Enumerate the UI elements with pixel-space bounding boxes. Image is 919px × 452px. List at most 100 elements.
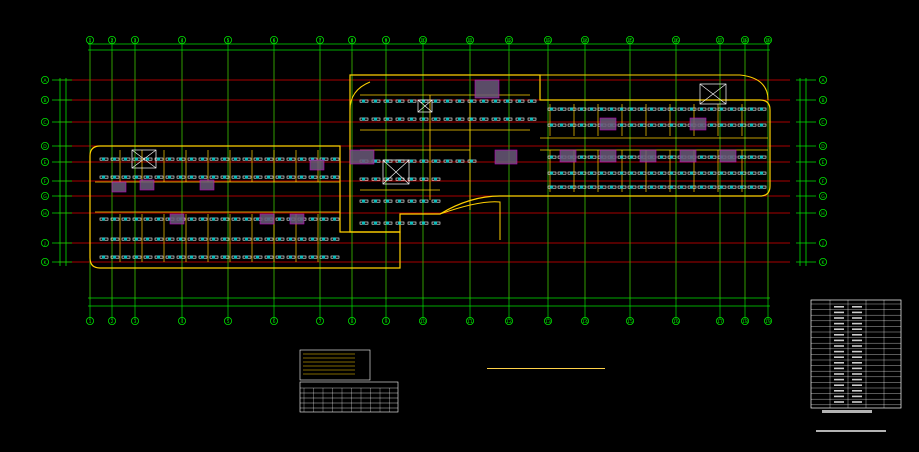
axis-bubble-label: 5 (227, 38, 230, 44)
window-glass (168, 237, 171, 241)
window-glass (680, 107, 683, 111)
window-glass (720, 123, 723, 127)
window-glass (278, 175, 281, 179)
axis-bubble-label: D (43, 144, 47, 150)
axis-bubble-label: 6 (273, 319, 276, 325)
window-glass (102, 237, 105, 241)
window-glass (710, 171, 713, 175)
window-glass (398, 221, 401, 225)
window-glass (398, 117, 401, 121)
window-glass (322, 157, 325, 161)
room-fixtures (95, 79, 768, 262)
window-glass (434, 159, 437, 163)
axis-bubble-label: 14 (582, 38, 588, 44)
window-glass (550, 107, 553, 111)
window-glass (710, 123, 713, 127)
window-glass (494, 99, 497, 103)
window-glass (256, 255, 259, 259)
wet-area-block (494, 149, 518, 165)
window-glass (374, 199, 377, 203)
axis-bubble-label: C (821, 120, 824, 126)
window-glass (620, 155, 623, 159)
axis-bubble (418, 36, 427, 45)
schedule-entry (852, 356, 862, 358)
window-glass (720, 107, 723, 111)
axis-bubble (381, 316, 390, 325)
window-glass (333, 217, 336, 221)
axis-bubble (41, 141, 50, 150)
window-glass (570, 171, 573, 175)
schedule-entry (834, 339, 844, 342)
axis-bubble (315, 36, 324, 45)
window-glass (580, 123, 583, 127)
schedule-entry (852, 339, 862, 342)
window-glass (434, 117, 437, 121)
window-glass (135, 157, 138, 161)
axis-bubble (41, 176, 50, 185)
window-glass (630, 107, 633, 111)
window-glass (201, 237, 204, 241)
axis-bubble (819, 141, 828, 150)
axis-bubble-label: A (43, 78, 47, 84)
window-glass (223, 157, 226, 161)
notes-table (299, 381, 399, 413)
window-glass (410, 159, 413, 163)
window-glass (630, 123, 633, 127)
window-glass (157, 217, 160, 221)
window-glass (434, 99, 437, 103)
wet-area-block (289, 213, 305, 225)
window-glass (311, 175, 314, 179)
schedule-entry (834, 373, 844, 375)
axis-bubble (41, 157, 50, 166)
window-glass (102, 255, 105, 259)
window-glass (700, 155, 703, 159)
window-glass (760, 185, 763, 189)
window-glass (600, 171, 603, 175)
window-glass (124, 175, 127, 179)
axis-bubble-label: H (821, 211, 824, 217)
schedule-entry (834, 328, 844, 330)
window-glass (458, 99, 461, 103)
window-glass (506, 117, 509, 121)
axis-bubble-label: 19 (765, 38, 771, 44)
axis-bubble-label: 4 (181, 38, 184, 44)
window-glass (212, 175, 215, 179)
axis-bubble (581, 316, 590, 325)
window-glass (518, 99, 521, 103)
window-glass (201, 217, 204, 221)
window-glass (740, 155, 743, 159)
stair-box (131, 149, 157, 169)
axis-bubble-label: 3 (134, 38, 137, 44)
window-glass (750, 107, 753, 111)
window-glass (590, 123, 593, 127)
schedule-entry (852, 378, 862, 381)
window-glass (146, 175, 149, 179)
window-glass (550, 123, 553, 127)
window-glass (680, 171, 683, 175)
schedule-table (810, 299, 902, 409)
stair-cross (131, 149, 157, 169)
axis-bubble-label: 8 (351, 319, 354, 325)
green-grid-lines (52, 38, 816, 320)
axis-bubble-label: A (821, 78, 825, 84)
window-glass (560, 107, 563, 111)
window-glass (720, 185, 723, 189)
window-glass (157, 157, 160, 161)
window-glass (760, 171, 763, 175)
axis-bubble-label: B (821, 98, 824, 104)
schedule-entry (852, 373, 862, 375)
window-glass (113, 255, 116, 259)
axis-bubble (504, 36, 513, 45)
window-glass (670, 185, 673, 189)
wet-area-block (599, 149, 617, 163)
window-glass (620, 185, 623, 189)
axis-bubble-label: 9 (385, 38, 388, 44)
window-glass (212, 217, 215, 221)
window-glass (362, 177, 365, 181)
window-glass (600, 185, 603, 189)
window-glass (750, 123, 753, 127)
window-glass (168, 157, 171, 161)
window-glass (422, 199, 425, 203)
axis-bubble-label: 14 (582, 319, 588, 325)
